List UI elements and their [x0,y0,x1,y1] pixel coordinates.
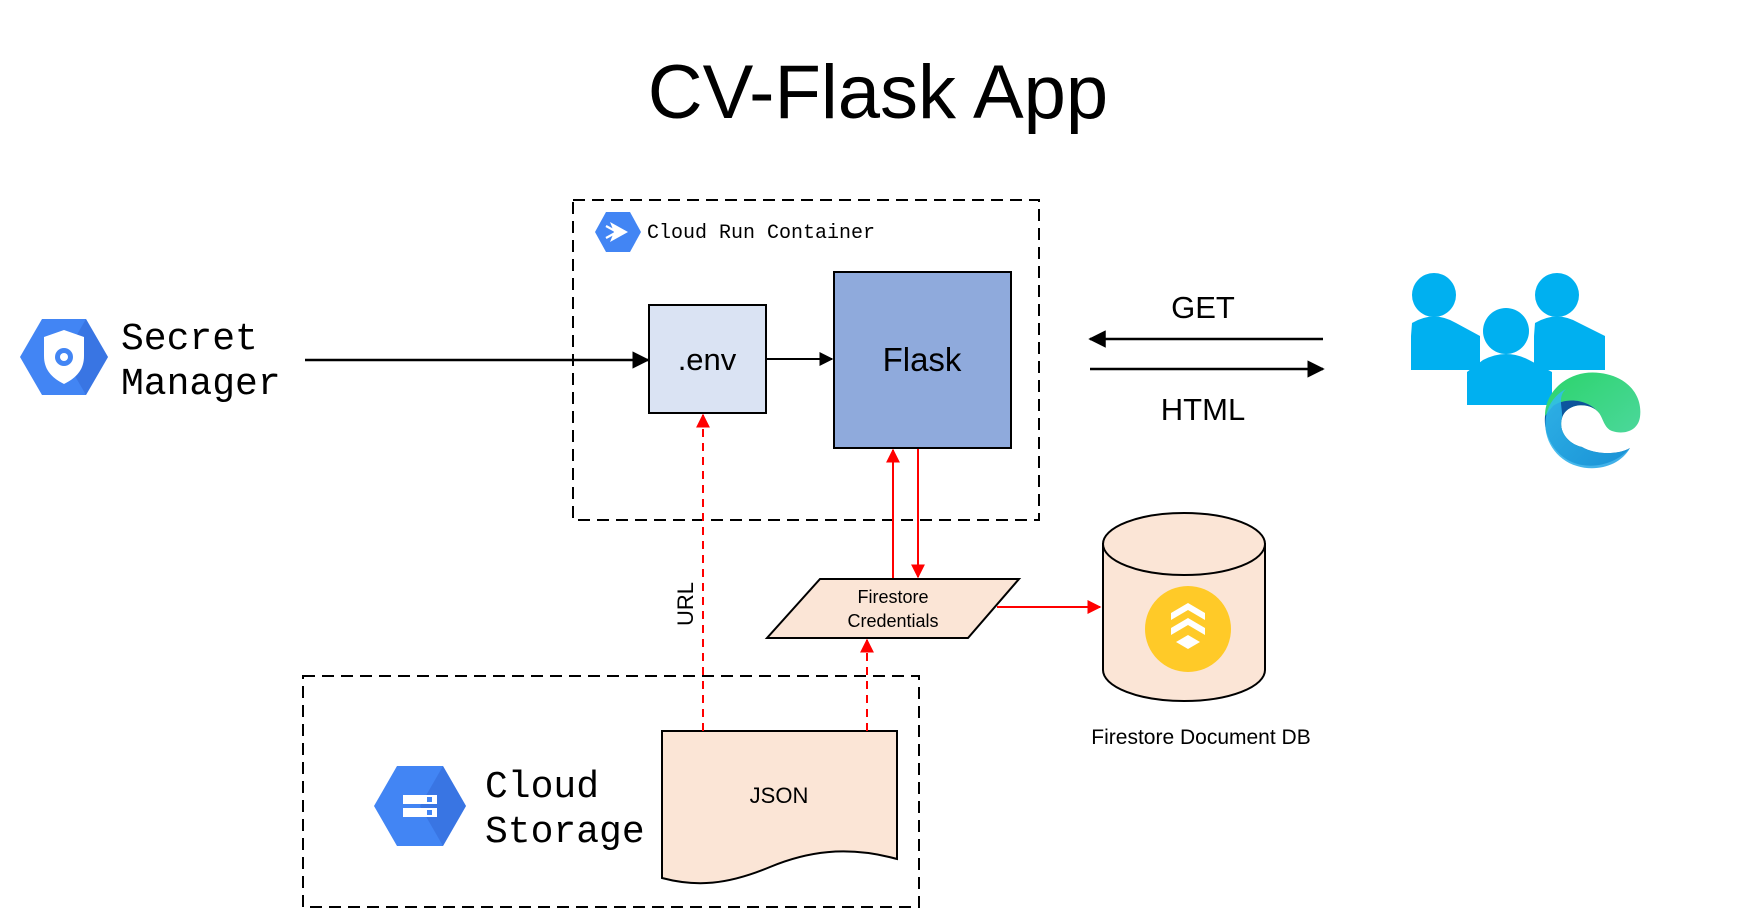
page-title: CV-Flask App [648,50,1108,135]
json-document [661,730,898,885]
firestore-credentials-box [764,578,1022,639]
edge-browser-icon [1544,372,1641,469]
get-label: GET [1171,290,1235,325]
secret-manager-label-line2: Manager [121,363,281,406]
firestore-credentials-line2: Credentials [847,611,938,631]
firestore-icon [1145,586,1231,672]
cloud-storage-icon [374,766,466,846]
firestore-db-label: Firestore Document DB [1091,726,1310,749]
cloud-run-label: Cloud Run Container [647,222,875,245]
env-box [648,304,767,414]
cloud-storage-label-line1: Cloud [485,766,599,809]
flask-box-label: Flask [883,341,962,378]
env-box-label: .env [678,342,737,377]
cloud-run-icon [595,212,641,252]
json-document-label: JSON [750,783,809,808]
url-label: URL [673,582,698,626]
firestore-db-cylinder [1102,512,1266,702]
cloud-storage-label-line2: Storage [485,811,645,854]
flask-box [833,271,1012,449]
cloud-storage-boundary [302,675,920,908]
users-icon [1411,273,1605,405]
html-label: HTML [1161,392,1245,427]
secret-manager-icon [20,319,108,395]
firestore-credentials-line1: Firestore [857,587,928,607]
secret-manager-label-line1: Secret [121,318,258,361]
